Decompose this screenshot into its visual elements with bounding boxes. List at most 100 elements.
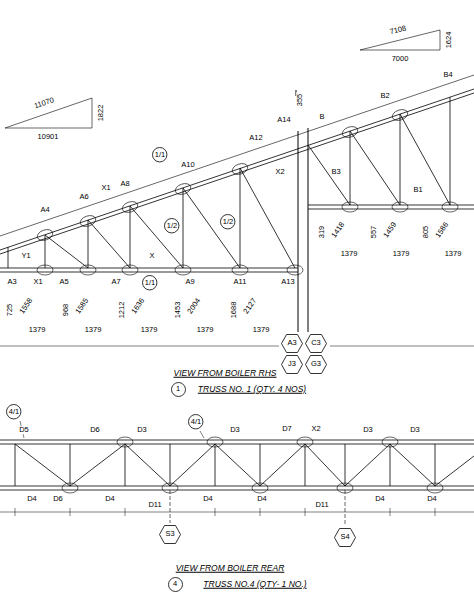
member-mark: A3	[6, 278, 17, 286]
dimension-text: 968	[62, 303, 70, 318]
dimension-text: 1379	[392, 250, 411, 258]
node-text: C3	[311, 339, 321, 347]
dimension-text: 1379	[28, 326, 47, 334]
top-chord	[0, 440, 474, 444]
callout-circle: 4/1	[6, 404, 21, 419]
member-mark: X	[148, 252, 155, 260]
dimension-text: 7000	[391, 55, 410, 63]
joint-ellipse	[62, 437, 443, 493]
node-text: 4	[173, 580, 177, 588]
member-mark: B	[318, 113, 325, 121]
truss-members	[8, 97, 450, 268]
grid-line	[170, 490, 345, 526]
grid-hexagon: S4	[334, 528, 356, 547]
dimension-text: 1624	[445, 31, 453, 50]
dimension-text: 1822	[97, 104, 105, 123]
member-mark: X2	[274, 168, 285, 176]
grid-hexagon: J3	[281, 355, 303, 374]
member-mark: D4	[202, 495, 214, 503]
node-text: 1	[176, 385, 180, 393]
member-mark: D4	[256, 495, 268, 503]
member-mark: A8	[119, 180, 130, 188]
member-mark: B1	[412, 186, 423, 194]
member-mark: D11	[314, 501, 329, 509]
member-mark: B3	[330, 168, 341, 176]
dimension-text: 2004	[186, 296, 203, 316]
node-text: 4/1	[191, 418, 201, 426]
member-mark: A13	[280, 278, 295, 286]
member-mark: D3	[409, 426, 421, 434]
joint-ellipse	[36, 108, 458, 275]
member-mark: A5	[58, 278, 69, 286]
callout-circle: 1	[171, 382, 186, 397]
member-mark: D4	[426, 495, 438, 503]
dimension-text: 1636	[130, 296, 147, 316]
dimension-text: 1379	[444, 250, 463, 258]
callout-circle: 1/2	[220, 214, 235, 229]
grid-hexagon: S3	[159, 525, 181, 544]
member-mark: A11	[233, 278, 248, 286]
node-text: G3	[311, 360, 321, 368]
dimension-text: 1558	[18, 296, 35, 316]
view-title: TRUSS NO. 1 (QTY. 4 NOS)	[197, 385, 307, 394]
node-text: 1/1	[155, 151, 165, 159]
member-mark: D6	[52, 495, 64, 503]
member-mark: A14	[276, 116, 291, 124]
dimension-text: 1585	[74, 296, 91, 316]
dimension-text: 557	[370, 225, 378, 240]
grid-hexagon: G3	[305, 355, 327, 374]
dimension-text: 10901	[37, 133, 60, 141]
dimension-text: 805	[422, 225, 430, 240]
callout-circle: 1/1	[142, 275, 157, 290]
bottom-chord	[0, 205, 474, 272]
top-chord	[0, 89, 474, 254]
node-text: J3	[288, 360, 296, 368]
member-mark: X2	[310, 425, 321, 433]
member-mark: A4	[39, 206, 50, 214]
member-mark: D11	[147, 501, 162, 509]
member-mark: A12	[248, 134, 263, 142]
member-mark: X1	[32, 278, 43, 286]
member-mark: A10	[180, 161, 195, 169]
node-text: 4/1	[9, 408, 19, 416]
node-text: A3	[287, 339, 296, 347]
member-mark: B2	[379, 92, 390, 100]
callout-circle: 1/1	[152, 147, 167, 162]
dimension-line	[0, 508, 474, 516]
dimension-text: 1379	[140, 326, 159, 334]
callout-circle: 4	[168, 577, 183, 592]
column	[296, 90, 308, 332]
dimension-text: 1379	[84, 326, 103, 334]
member-mark: D3	[229, 426, 241, 434]
dimension-text: 1688	[230, 301, 238, 320]
callout-circle: 1/2	[164, 218, 179, 233]
view-title: VIEW FROM BOILER REAR	[175, 564, 286, 573]
dimension-text: 1212	[118, 301, 126, 320]
member-mark: A9	[184, 278, 195, 286]
node-text: S3	[165, 530, 174, 538]
node-text: S4	[340, 533, 349, 541]
member-mark: D3	[136, 426, 148, 434]
member-mark: D3	[362, 426, 374, 434]
member-mark: D7	[281, 425, 293, 433]
member-mark: B4	[442, 71, 453, 79]
roof-sheet	[0, 75, 474, 236]
callout-circle: 4/1	[188, 414, 203, 429]
bottom-chord	[0, 486, 474, 490]
member-mark: D4	[26, 495, 38, 503]
dimension-text: 2127	[242, 296, 259, 316]
member-mark: D4	[374, 495, 386, 503]
node-text: 1/1	[145, 279, 155, 287]
member-mark: A7	[110, 278, 121, 286]
dimension-text: 1453	[174, 301, 182, 320]
member-mark: D4	[104, 495, 116, 503]
dimension-text: 11070	[32, 96, 56, 110]
member-mark: X1	[100, 184, 111, 192]
node-text: 1/2	[223, 218, 233, 226]
view-title: TRUSS NO.4 (QTY- 1 NO.)	[202, 580, 307, 589]
dimension-text: 1418	[330, 220, 347, 240]
member-mark: D5	[18, 426, 30, 434]
dimension-text: 1379	[340, 250, 359, 258]
dimension-text: 1586	[434, 220, 451, 240]
dimension-text: 1379	[252, 326, 271, 334]
